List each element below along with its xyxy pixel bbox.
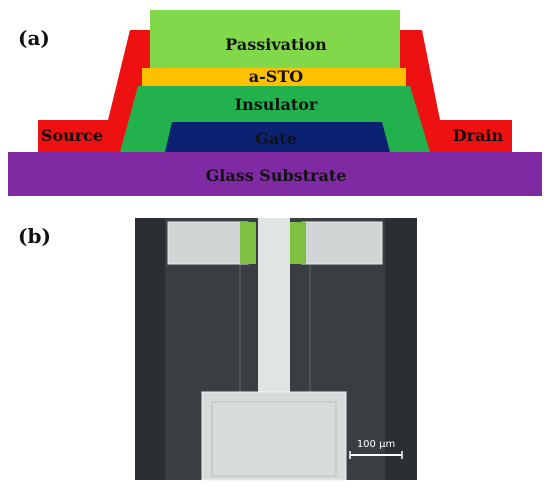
panel-b-label: (b) [18, 224, 51, 248]
glass-substrate-layer [8, 152, 542, 196]
substrate-label: Glass Substrate [206, 166, 347, 185]
gate-electrode [165, 122, 390, 152]
scale-bar-label: 100 µm [357, 439, 395, 450]
gate-pad-inner-border [211, 401, 337, 477]
a-sto-label: a-STO [249, 67, 303, 86]
a-sto-layer [142, 68, 406, 86]
left-semiconductor-patch [240, 222, 256, 264]
source-label: Source [41, 126, 103, 145]
panel-a-label: (a) [18, 26, 50, 50]
insulator-label: Insulator [235, 95, 318, 114]
drain-label: Drain [453, 126, 504, 145]
left-rail [135, 218, 165, 480]
right-semiconductor-patch [290, 222, 306, 264]
gate-pad [201, 391, 347, 481]
right-rail [385, 218, 417, 480]
gate-line [258, 218, 290, 396]
micrograph-background [135, 218, 417, 480]
passivation-label: Passivation [225, 35, 327, 54]
gate-label: Gate [255, 129, 297, 148]
drain-pad [301, 221, 383, 265]
source-pad [167, 221, 249, 265]
tft-cross-section-diagram: Passivation a-STO Insulator Gate Glass S… [8, 10, 542, 196]
passivation-layer [150, 10, 400, 68]
